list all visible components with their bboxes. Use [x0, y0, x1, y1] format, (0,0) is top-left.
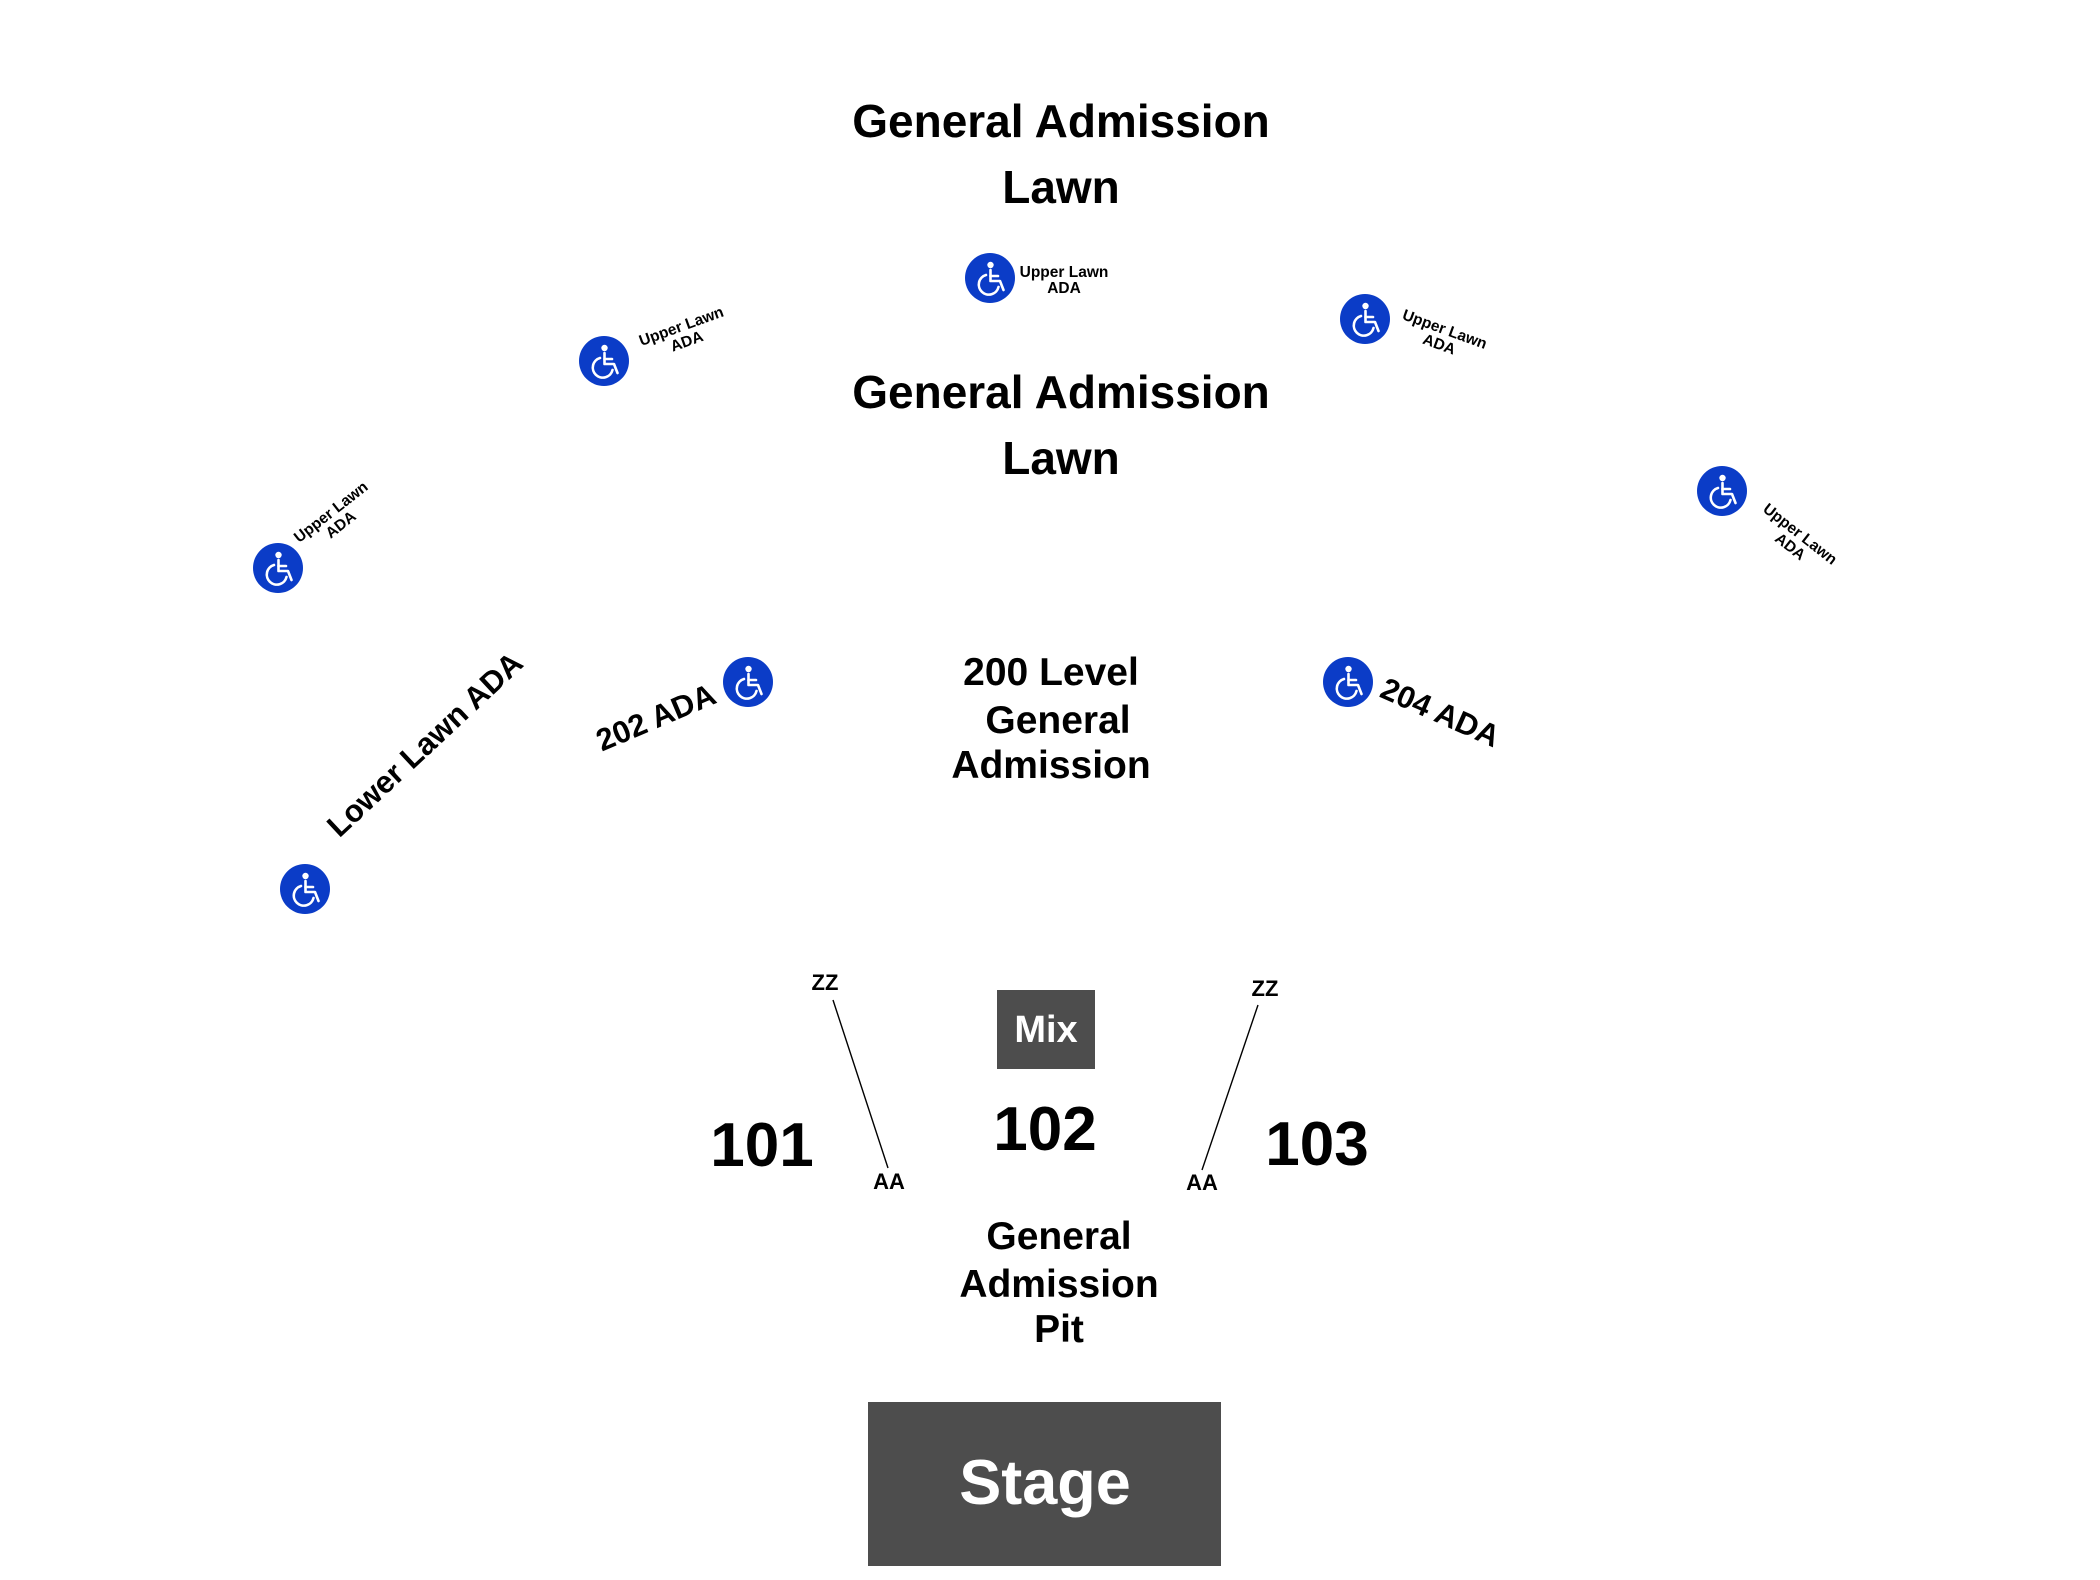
- mix-booth[interactable]: Mix: [997, 990, 1095, 1069]
- level-200-line2: General: [985, 699, 1130, 742]
- ada-upper-lawn-top-line1: Upper Lawn: [1020, 264, 1109, 281]
- mix-booth-block: [997, 990, 1095, 1069]
- section-102[interactable]: 102: [993, 1095, 1096, 1164]
- ada-upper-lawn-top[interactable]: Upper Lawn ADA: [963, 251, 1109, 305]
- mix-booth-label: Mix: [1014, 1009, 1077, 1051]
- ada-upper-lawn-right-mid[interactable]: Upper Lawn ADA: [1338, 292, 1489, 368]
- row-label-left-aa: AA: [873, 1169, 905, 1194]
- ada-upper-lawn-far-right[interactable]: Upper Lawn ADA: [1695, 464, 1840, 581]
- level-200-line1: 200 Level: [963, 651, 1139, 694]
- ada-upper-lawn-far-left[interactable]: Upper Lawn ADA: [251, 478, 381, 595]
- row-marker-right: ZZ AA: [1186, 976, 1278, 1195]
- wheelchair-accessible-icon: [1695, 464, 1749, 518]
- stage-block: [868, 1402, 1221, 1566]
- row-line-right: [1201, 1004, 1259, 1171]
- ada-lower-lawn[interactable]: Lower Lawn ADA: [278, 645, 530, 916]
- ada-204-label: 204 ADA: [1375, 671, 1505, 754]
- ada-202-label: 202 ADA: [591, 677, 721, 759]
- ga-pit-line3: Pit: [1034, 1308, 1084, 1351]
- ga-pit-line1: General: [986, 1215, 1131, 1258]
- ga-lawn-upper-line2: Lawn: [1002, 161, 1120, 213]
- ga-lawn-lower-line2: Lawn: [1002, 432, 1120, 484]
- wheelchair-accessible-icon: [721, 655, 775, 709]
- stage[interactable]: Stage: [868, 1402, 1221, 1566]
- ga-pit-section[interactable]: General Admission Pit: [959, 1215, 1158, 1351]
- wheelchair-accessible-icon: [963, 251, 1017, 305]
- ada-204[interactable]: 204 ADA: [1321, 655, 1505, 754]
- row-line-left: [832, 999, 889, 1169]
- wheelchair-accessible-icon: [577, 334, 631, 388]
- section-103[interactable]: 103: [1265, 1110, 1368, 1179]
- ga-pit-line2: Admission: [959, 1263, 1158, 1306]
- wheelchair-accessible-icon: [251, 541, 305, 595]
- wheelchair-accessible-icon: [1321, 655, 1375, 709]
- ga-lawn-lower-line1: General Admission: [852, 366, 1270, 418]
- wheelchair-accessible-icon: [278, 862, 332, 916]
- level-200-line3: Admission: [951, 744, 1150, 787]
- ada-upper-lawn-left-mid[interactable]: Upper Lawn ADA: [577, 304, 732, 388]
- section-101[interactable]: 101: [710, 1111, 813, 1180]
- stage-label: Stage: [959, 1448, 1131, 1518]
- ada-202[interactable]: 202 ADA: [591, 655, 775, 759]
- row-label-right-zz: ZZ: [1252, 976, 1279, 1001]
- row-label-left-zz: ZZ: [812, 970, 839, 995]
- ga-lawn-lower-section[interactable]: General Admission Lawn: [852, 366, 1270, 484]
- level-200-ga-section[interactable]: 200 Level General Admission: [951, 651, 1150, 787]
- row-label-right-aa: AA: [1186, 1170, 1218, 1195]
- wheelchair-accessible-icon: [1338, 292, 1392, 346]
- ada-upper-lawn-top-line2: ADA: [1047, 280, 1081, 297]
- ga-lawn-upper-section[interactable]: General Admission Lawn: [852, 95, 1270, 213]
- row-marker-left: ZZ AA: [812, 970, 905, 1194]
- ga-lawn-upper-line1: General Admission: [852, 95, 1270, 147]
- ada-lower-lawn-label: Lower Lawn ADA: [320, 645, 529, 844]
